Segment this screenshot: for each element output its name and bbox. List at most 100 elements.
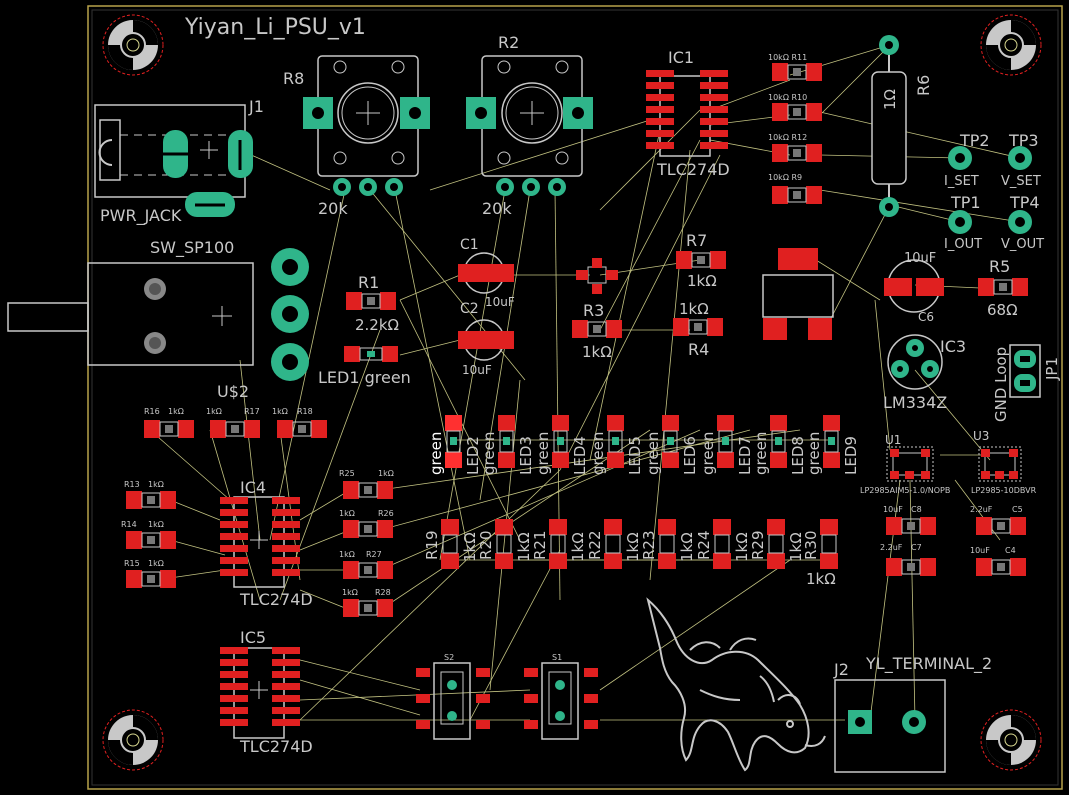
- component-c4[interactable]: 10uF C4: [970, 546, 1027, 577]
- component-r6[interactable]: 1Ω R6: [871, 35, 933, 217]
- component-r3[interactable]: R3 1kΩ: [571, 301, 623, 361]
- label-r17-value: 1kΩ: [206, 407, 222, 416]
- label-r20: R20: [477, 530, 495, 560]
- component-r20[interactable]: R20 1kΩ: [477, 518, 533, 570]
- component-c8[interactable]: 10uF C8: [883, 505, 937, 536]
- component-r17[interactable]: 1kΩ R17: [206, 407, 261, 439]
- component-led9[interactable]: LED9 green: [805, 415, 860, 475]
- label-c2: C2: [460, 301, 479, 317]
- component-sw-sp100[interactable]: SW_SP100: [7, 238, 254, 366]
- component-c5[interactable]: 2.2uF C5: [970, 505, 1027, 536]
- component-pwr-jack[interactable]: J1 PWR_JACK: [94, 97, 264, 226]
- component-r25[interactable]: R25 1kΩ: [339, 469, 394, 500]
- component-r8[interactable]: R8 20k: [283, 55, 430, 218]
- component-led1[interactable]: LED1 green: [318, 346, 411, 387]
- component-ic4[interactable]: IC4 TLC274D: [220, 478, 313, 609]
- component-c2[interactable]: C2 10uF: [458, 301, 514, 377]
- label-r20-value: 1kΩ: [515, 532, 533, 562]
- component-u2[interactable]: U$2: [217, 248, 309, 401]
- label-r23-value: 1kΩ: [678, 532, 696, 562]
- label-r7: R7: [686, 231, 707, 250]
- label-r10: 10kΩ R10: [768, 93, 807, 102]
- label-r16-value: 1kΩ: [168, 407, 184, 416]
- label-r2-value: 20k: [482, 199, 512, 218]
- testpoint-tp1[interactable]: TP1 I_OUT: [944, 193, 982, 252]
- component-r12[interactable]: 10kΩ R12: [768, 133, 823, 163]
- component-regulator[interactable]: [762, 248, 834, 340]
- component-r16[interactable]: R16 1kΩ: [143, 407, 195, 439]
- label-c8-value: 10uF: [883, 505, 903, 514]
- component-r15[interactable]: R15 1kΩ: [124, 559, 177, 589]
- label-led4: LED4: [571, 436, 589, 475]
- component-r11[interactable]: 10kΩ R11: [768, 53, 823, 82]
- component-r18[interactable]: 1kΩ R18: [272, 407, 328, 439]
- component-ic5[interactable]: IC5 TLC274D: [220, 628, 313, 756]
- label-led9-color: green: [805, 432, 823, 475]
- component-r9[interactable]: 10kΩ R9: [768, 173, 823, 205]
- label-led9: LED9: [842, 436, 860, 475]
- component-c7[interactable]: 2.2uF C7: [880, 543, 937, 577]
- label-r8-value: 20k: [318, 199, 348, 218]
- label-r3-value: 1kΩ: [582, 343, 612, 361]
- testpoint-tp2[interactable]: TP2 I_SET: [944, 131, 990, 189]
- testpoint-tp3[interactable]: TP3 V_SET: [1001, 131, 1041, 189]
- label-r17: R17: [244, 407, 260, 416]
- component-r1[interactable]: R1 2.2kΩ: [345, 273, 399, 334]
- component-r10[interactable]: 10kΩ R10: [768, 93, 823, 122]
- component-ic1[interactable]: IC1 TLC274D: [646, 48, 730, 179]
- label-ic1: IC1: [668, 48, 694, 67]
- component-c1[interactable]: C1 10uF: [458, 237, 515, 309]
- component-r5[interactable]: R5 68Ω: [977, 257, 1029, 319]
- label-r27-value: 1kΩ: [339, 550, 355, 559]
- label-pwr-jack: PWR_JACK: [100, 206, 182, 226]
- label-r29-value: 1kΩ: [787, 532, 805, 562]
- board-outline-inner: [91, 9, 1059, 786]
- label-r14-value: 1kΩ: [148, 520, 164, 529]
- label-led8: LED8: [789, 436, 807, 475]
- label-tp1-sub: I_OUT: [944, 237, 982, 252]
- label-tp4: TP4: [1009, 193, 1040, 212]
- label-r7-value: 1kΩ: [687, 272, 717, 290]
- component-r28[interactable]: 1kΩ R28: [342, 588, 394, 618]
- component-r7[interactable]: R7 1kΩ: [675, 231, 727, 290]
- component-u1[interactable]: U1 LP2985AIM5-1.0/NOPB: [860, 433, 950, 495]
- component-jp1[interactable]: GND Loop JP1: [992, 344, 1061, 422]
- label-u1: U1: [885, 433, 901, 447]
- component-r13[interactable]: R13 1kΩ: [124, 480, 177, 510]
- component-j2-terminal[interactable]: J2 YL_TERMINAL_2: [833, 654, 992, 773]
- component-ic3[interactable]: IC3 LM334Z: [883, 334, 966, 412]
- component-r27[interactable]: 1kΩ R27: [339, 550, 394, 580]
- component-s1[interactable]: S1: [524, 653, 598, 740]
- component-sot-small[interactable]: [576, 258, 618, 294]
- component-c6[interactable]: 10uF C6: [884, 251, 944, 324]
- component-s2[interactable]: S2: [416, 653, 490, 740]
- component-u3[interactable]: U3 LP2985-10DBVR: [971, 429, 1037, 495]
- label-r4-value: 1kΩ: [679, 300, 709, 318]
- label-r27: R27: [366, 550, 382, 559]
- mounting-hole-bl: [102, 709, 164, 771]
- label-r11: 10kΩ R11: [768, 53, 807, 62]
- label-tp1: TP1: [950, 193, 981, 212]
- component-r2[interactable]: R2 20k: [466, 33, 593, 218]
- testpoint-tp4[interactable]: TP4 V_OUT: [1001, 193, 1044, 252]
- label-led5: LED5: [626, 436, 644, 475]
- label-led6-color: green: [644, 432, 662, 475]
- component-r14[interactable]: R14 1kΩ: [121, 520, 177, 550]
- component-r4[interactable]: 1kΩ R4: [672, 300, 724, 359]
- component-r26[interactable]: 1kΩ R26: [339, 509, 394, 539]
